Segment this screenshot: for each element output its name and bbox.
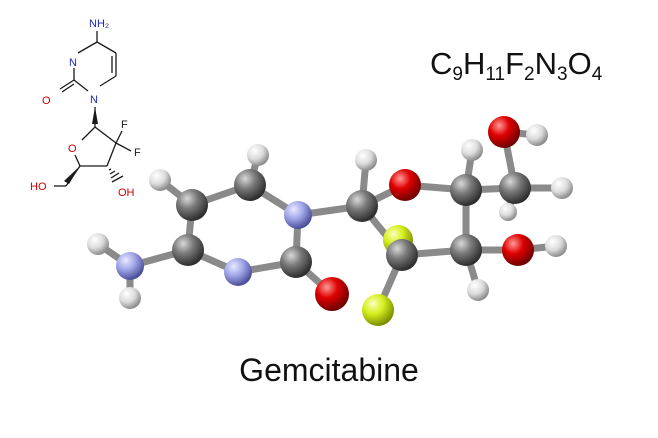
oxygen-atom bbox=[389, 169, 421, 201]
carbonyl-o-label: O bbox=[42, 95, 51, 107]
n1-label: N bbox=[90, 94, 98, 106]
oxygen-atom bbox=[315, 277, 349, 311]
nitrogen-atom bbox=[116, 252, 144, 280]
hydrogen-atom bbox=[467, 279, 489, 301]
carbon-atom bbox=[280, 246, 312, 278]
fluorine-label: F bbox=[121, 119, 128, 131]
hydrogen-atom bbox=[526, 124, 548, 146]
formula-term: F2 bbox=[505, 46, 535, 85]
hydrogen-atom bbox=[119, 287, 141, 309]
hydrogen-atom bbox=[461, 139, 483, 161]
carbon-atom bbox=[450, 234, 482, 266]
carbon-atom bbox=[450, 174, 482, 206]
formula-term: N3 bbox=[534, 46, 568, 85]
model-atoms bbox=[87, 116, 573, 326]
skeletal-wedge bbox=[92, 107, 98, 124]
carbon-atom bbox=[176, 189, 208, 221]
fluorine-label: F bbox=[134, 147, 141, 159]
formula-term: O4 bbox=[567, 46, 603, 85]
skeletal-bonds bbox=[54, 31, 132, 187]
ring-o-label: O bbox=[68, 143, 77, 155]
hydrogen-atom bbox=[247, 144, 269, 166]
nh2-label: NH₂ bbox=[89, 18, 109, 30]
n3-label: N bbox=[69, 57, 77, 69]
fluorine-atom bbox=[362, 294, 394, 326]
hydrogen-atom bbox=[149, 169, 171, 191]
formula-term: H11 bbox=[462, 46, 506, 85]
hydrogen-atom bbox=[87, 233, 109, 255]
hydrogen-atom bbox=[355, 149, 377, 171]
oxygen-atom bbox=[502, 234, 534, 266]
skeletal-formula: NH₂ N N O O F F HO OH bbox=[30, 18, 141, 199]
carbon-atom bbox=[172, 234, 204, 266]
hydrogen-atom bbox=[551, 177, 573, 199]
molecule-name: Gemcitabine bbox=[239, 352, 419, 388]
carbon-atom bbox=[346, 190, 378, 222]
carbon-atom bbox=[234, 169, 266, 201]
molecular-formula: C9H11F2N3O4 bbox=[430, 46, 603, 85]
hydroxyl-label: HO bbox=[30, 181, 47, 193]
skeletal-hashed-bond bbox=[108, 168, 124, 183]
oxygen-atom bbox=[488, 116, 520, 148]
formula-term: C9 bbox=[430, 46, 463, 85]
hydroxyl-label: OH bbox=[118, 187, 135, 199]
carbon-atom bbox=[499, 172, 531, 204]
nitrogen-atom bbox=[224, 258, 252, 286]
ball-and-stick-model bbox=[87, 116, 573, 326]
nitrogen-atom bbox=[284, 201, 312, 229]
hydrogen-atom bbox=[545, 235, 567, 257]
carbon-atom bbox=[386, 239, 418, 271]
hydrogen-atom bbox=[499, 203, 517, 221]
skeletal-wedge bbox=[64, 166, 80, 184]
